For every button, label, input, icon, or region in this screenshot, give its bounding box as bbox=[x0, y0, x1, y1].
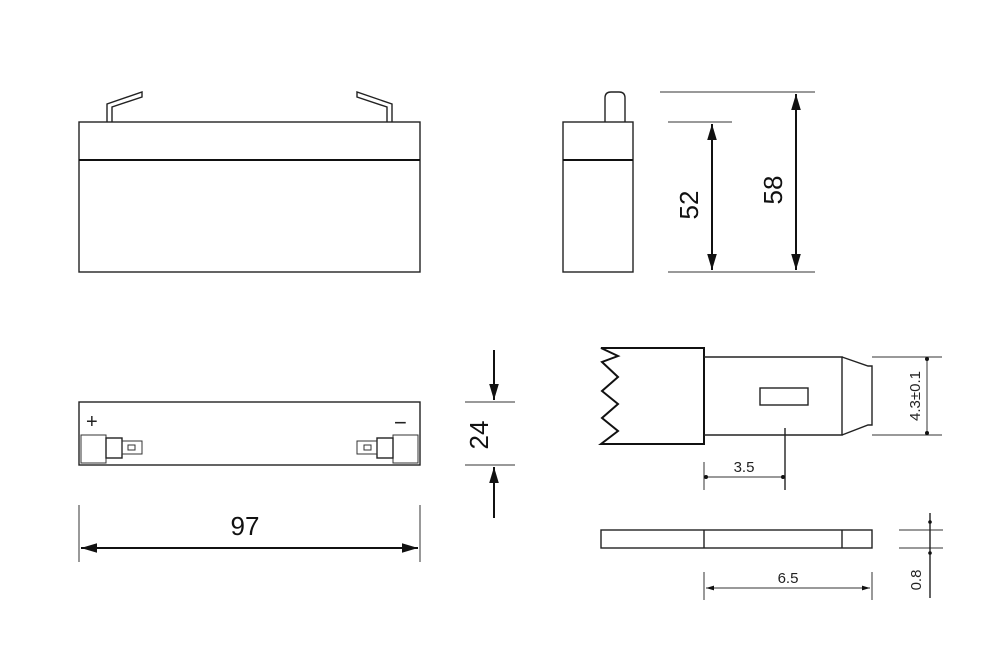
negative-terminal bbox=[356, 91, 393, 122]
dimension-6-5 bbox=[703, 572, 873, 600]
dimension-4-3 bbox=[872, 356, 942, 436]
dimension-label-3-5: 3.5 bbox=[734, 459, 755, 476]
dimension-0-8 bbox=[899, 513, 943, 598]
dimension-label-4-3: 4.3±0.1 bbox=[907, 371, 924, 421]
dimension-52 bbox=[668, 121, 815, 273]
dimension-label-52: 52 bbox=[674, 191, 704, 220]
dimension-58 bbox=[660, 91, 815, 270]
front-view bbox=[78, 91, 421, 273]
dimension-label-97: 97 bbox=[231, 511, 260, 541]
dimension-97 bbox=[78, 505, 421, 562]
negative-symbol: − bbox=[394, 410, 407, 435]
positive-terminal bbox=[106, 91, 143, 122]
positive-symbol: + bbox=[86, 411, 98, 433]
dimension-label-6-5: 6.5 bbox=[778, 570, 799, 587]
dimension-3-5 bbox=[703, 428, 786, 490]
dimension-label-24: 24 bbox=[464, 421, 494, 450]
side-view bbox=[562, 91, 634, 273]
dimension-24 bbox=[465, 350, 515, 518]
terminal-side-view bbox=[600, 529, 873, 549]
dimension-label-58: 58 bbox=[758, 176, 788, 205]
dimension-label-0-8: 0.8 bbox=[908, 570, 925, 591]
top-view bbox=[78, 401, 421, 466]
terminal-detail bbox=[598, 347, 873, 445]
